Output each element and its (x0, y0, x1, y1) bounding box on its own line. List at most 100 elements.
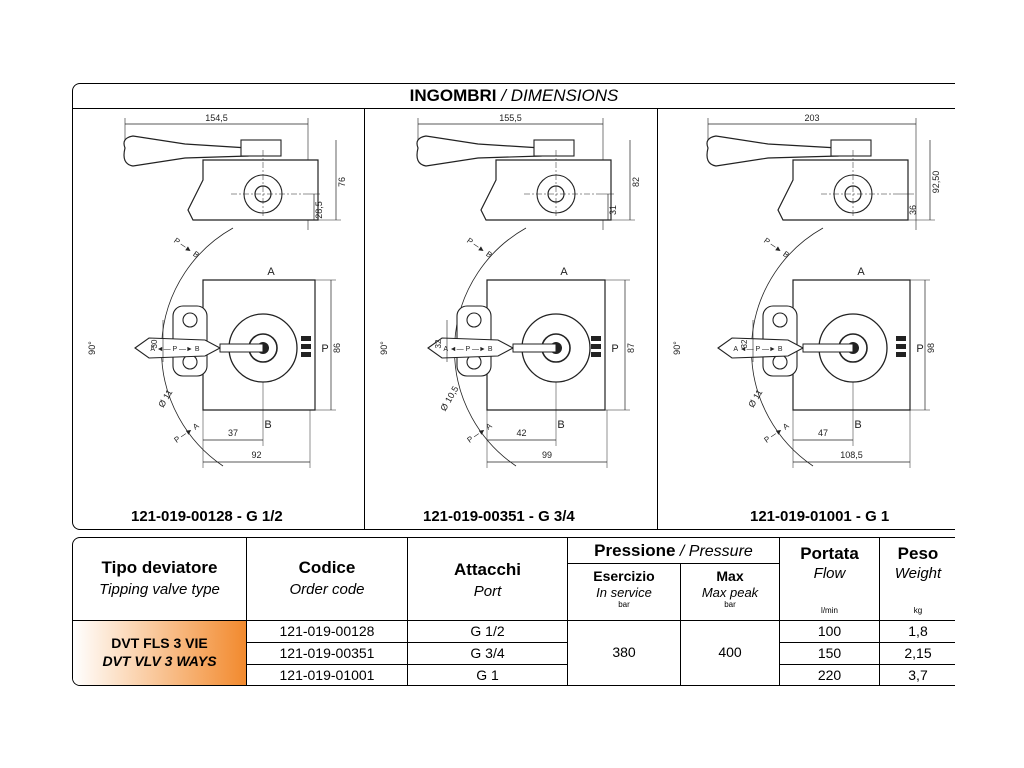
dim-height-total: 92,50 (931, 171, 941, 194)
valve-cap (830, 139, 872, 157)
row-port: G 3/4 (470, 645, 505, 661)
flow-label-pb: P ─► B (465, 236, 494, 260)
dimensions-title-it: INGOMBRI (409, 86, 497, 105)
flow-label-ab: A ◄— P —► B (443, 346, 492, 353)
flow-label-pa: P ─► A (465, 421, 494, 445)
header-service: Esercizio In service bar (593, 568, 655, 609)
dim-hole-diameter: Ø 10,5 (438, 384, 460, 412)
row-port: G 1/2 (470, 623, 505, 639)
p-port-mark (591, 336, 601, 341)
row-port: G 1 (476, 667, 499, 683)
dim-offset: 42 (516, 428, 526, 438)
dim-width: 99 (542, 450, 552, 460)
mount-hole (182, 312, 198, 328)
dim-height-axis: 28,5 (314, 201, 324, 219)
service-pressure-value: 380 (612, 644, 636, 660)
panel-divider (364, 108, 365, 529)
row-weight: 3,7 (908, 667, 928, 683)
dim-hole-diameter: Ø 11 (746, 388, 764, 409)
flow-label-ab: A ◄— P —► B (733, 346, 782, 353)
weight-unit: kg (913, 606, 923, 615)
row-weight: 2,15 (904, 645, 932, 661)
header-code: Codice Order code (289, 558, 365, 598)
drawing-panel-1: 154,5 76 28,5 90° A ◄— P —► B A B P P ─► B P ─► A… (87, 113, 347, 468)
port-label-a: A (857, 266, 865, 278)
header-port: Attacchi Port (453, 560, 522, 600)
panel-caption-3: 121-019-01001 - G 1 (750, 508, 890, 525)
dimensions-title-en: / DIMENSIONS (501, 86, 619, 105)
dim-angle: 90° (87, 341, 97, 355)
dim-body-height: 87 (626, 343, 636, 353)
valve-cap (240, 139, 282, 157)
flow-label-pa: P ─► A (172, 421, 201, 445)
dim-top-width: 154,5 (205, 113, 228, 123)
max-pressure-value: 400 (718, 644, 742, 660)
p-port-mark (591, 352, 601, 357)
dim-angle: 90° (672, 341, 682, 355)
header-pressure: Pressione / Pressure (594, 541, 753, 560)
dim-port-spacing: 30 (150, 339, 159, 348)
flow-unit: l/min (821, 606, 838, 615)
dim-height-axis: 31 (608, 205, 618, 215)
row-flow: 100 (817, 623, 842, 639)
panel-caption-2: 121-019-00351 - G 3/4 (423, 508, 575, 525)
row-weight: 1,8 (908, 623, 928, 639)
model-cell: DVT FLS 3 VIE DVT VLV 3 WAYS (102, 635, 217, 669)
port-label-a: A (267, 266, 275, 278)
row-code: 121-019-00351 (279, 645, 375, 661)
dim-width: 92 (251, 450, 261, 460)
port-label-p: P (611, 343, 618, 355)
p-port-mark (301, 344, 311, 349)
port-label-b: B (854, 419, 861, 431)
mount-hole (772, 312, 788, 328)
row-code: 121-019-00128 (279, 623, 375, 639)
dim-top-width: 203 (804, 113, 819, 123)
flow-label-pa: P ─► A (762, 421, 791, 445)
flow-label-pb: P ─► B (762, 236, 791, 260)
valve-cap (533, 139, 575, 157)
dim-port-spacing: 32 (740, 339, 749, 348)
port-label-p: P (321, 343, 328, 355)
plan-lever-arm (512, 343, 557, 353)
dim-width: 108,5 (840, 450, 863, 460)
port-label-b: B (557, 419, 564, 431)
spec-table: Tipo deviatore Tipping valve type Codice… (72, 537, 955, 686)
p-port-mark (301, 336, 311, 341)
plan-lever-arm (802, 343, 854, 353)
flow-label-ab: A ◄— P —► B (150, 346, 199, 353)
model-cell-background (73, 620, 246, 685)
dim-height-axis: 36 (908, 205, 918, 215)
panel-divider (657, 108, 658, 529)
header-flow: Portata Flow (800, 544, 859, 582)
p-port-mark (896, 352, 906, 357)
row-flow: 220 (817, 667, 842, 683)
row-code: 121-019-01001 (279, 667, 375, 683)
mount-hole (772, 354, 788, 370)
port-label-b: B (264, 419, 271, 431)
p-port-mark (591, 344, 601, 349)
port-label-a: A (560, 266, 568, 278)
dim-height-total: 76 (337, 177, 347, 187)
dim-top-width: 155,5 (499, 113, 522, 123)
p-port-mark (301, 352, 311, 357)
p-port-mark (896, 336, 906, 341)
dim-offset: 47 (818, 428, 828, 438)
dim-offset: 37 (228, 428, 238, 438)
dim-angle: 90° (379, 341, 389, 355)
dim-hole-diameter: Ø 11 (156, 388, 174, 409)
header-max: Max Max peak bar (701, 568, 759, 609)
row-flow: 150 (817, 645, 842, 661)
drawing-panel-2: 155,5 82 31 90° A ◄— P —► B A B P P ─► B P ─► AØ … (379, 113, 641, 468)
header-type: Tipo deviatore Tipping valve type (99, 558, 220, 598)
dim-body-height: 98 (926, 343, 936, 353)
port-label-p: P (916, 343, 923, 355)
dim-height-total: 82 (631, 177, 641, 187)
dimensions-title: INGOMBRI / DIMENSIONS (73, 84, 955, 109)
p-port-mark (896, 344, 906, 349)
flow-label-pb: P ─► B (172, 236, 201, 260)
dim-body-height: 86 (332, 343, 342, 353)
header-weight: Peso Weight (894, 544, 942, 582)
panel-caption-1: 121-019-00128 - G 1/2 (131, 508, 283, 525)
plan-lever-arm (219, 343, 264, 353)
mount-hole (466, 312, 482, 328)
